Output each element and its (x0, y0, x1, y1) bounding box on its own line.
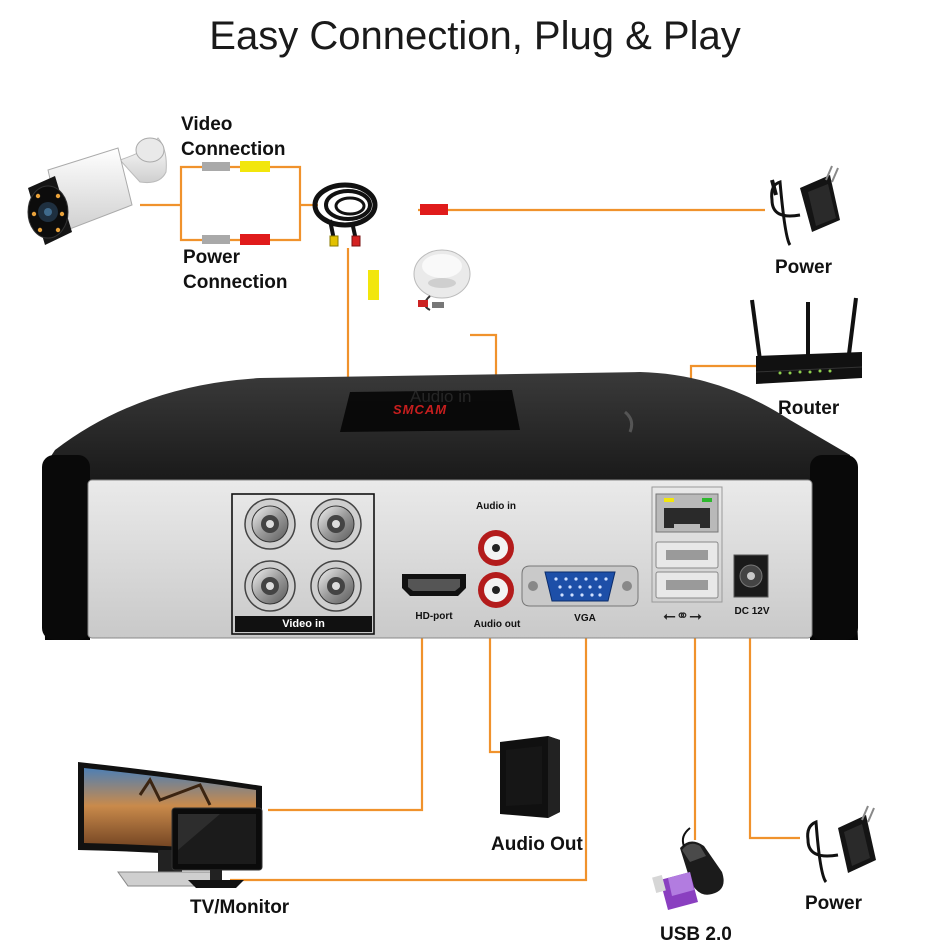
wire-dc (748, 590, 800, 840)
router-icon (750, 297, 863, 384)
adapter-icon (770, 165, 840, 246)
label-usb: USB 2.0 (660, 924, 732, 945)
bnc-connector-icon[interactable] (244, 498, 296, 550)
dvr-unit (42, 372, 858, 640)
port-label-vga: VGA (574, 613, 596, 624)
network-usb-group (651, 486, 723, 603)
gray-plug (202, 162, 230, 171)
camera-icon (27, 137, 167, 245)
adapter-icon (806, 805, 876, 883)
yellow-plug (368, 270, 379, 300)
bnc-connector-icon[interactable] (244, 560, 296, 612)
port-label-dc12v: DC 12V (734, 606, 770, 617)
label-tv-monitor: TV/Monitor (190, 897, 290, 918)
usb-symbol-icon: ⭠⚭⭢ (663, 606, 703, 625)
usb-port-icon[interactable] (655, 541, 719, 569)
dc-jack-icon[interactable] (733, 554, 769, 598)
wire-vga (230, 600, 588, 882)
hdmi-port-icon[interactable] (402, 574, 466, 596)
bnc-group (231, 493, 375, 635)
page-title: Easy Connection, Plug & Play (209, 14, 741, 58)
red-plug (240, 234, 270, 245)
label-router: Router (778, 398, 840, 419)
port-label-audio-out: Audio out (473, 619, 521, 630)
splitter-plugs (202, 161, 448, 300)
gray-plug (202, 235, 230, 244)
wire-audio-out (488, 598, 500, 754)
vga-port-icon[interactable] (521, 565, 639, 607)
speaker-icon (500, 736, 560, 818)
wire-hdmi (268, 600, 424, 812)
port-label-audio-in: Audio in (476, 501, 516, 512)
wires (140, 165, 800, 882)
ghost-audio-in-label: Audio in (410, 387, 472, 406)
usb-port-icon[interactable] (655, 571, 719, 599)
label-power-connection: Power Connection (183, 247, 288, 293)
wire-splitter (179, 165, 302, 242)
port-label-video-in: Video in (235, 616, 372, 632)
microphone-icon (413, 249, 471, 311)
monitor-icon (171, 807, 263, 888)
label-power-bottom: Power (805, 893, 863, 914)
yellow-plug (240, 161, 270, 172)
cable-coil-icon (312, 182, 378, 247)
bnc-connector-icon[interactable] (310, 560, 362, 612)
bnc-connector-icon[interactable] (310, 498, 362, 550)
brand-logo: SMCAM (393, 402, 448, 417)
rca-jack-icon[interactable] (478, 572, 514, 608)
ethernet-port-icon[interactable] (655, 493, 719, 533)
label-power-top: Power (775, 257, 833, 278)
port-label-hd-port: HD-port (415, 611, 453, 622)
red-plug (420, 204, 448, 215)
usb-drive-icon (652, 872, 698, 910)
label-audio-out-device: Audio Out (491, 834, 583, 855)
label-video-connection: Video Connection (181, 114, 286, 160)
rca-jack-icon[interactable] (478, 530, 514, 566)
